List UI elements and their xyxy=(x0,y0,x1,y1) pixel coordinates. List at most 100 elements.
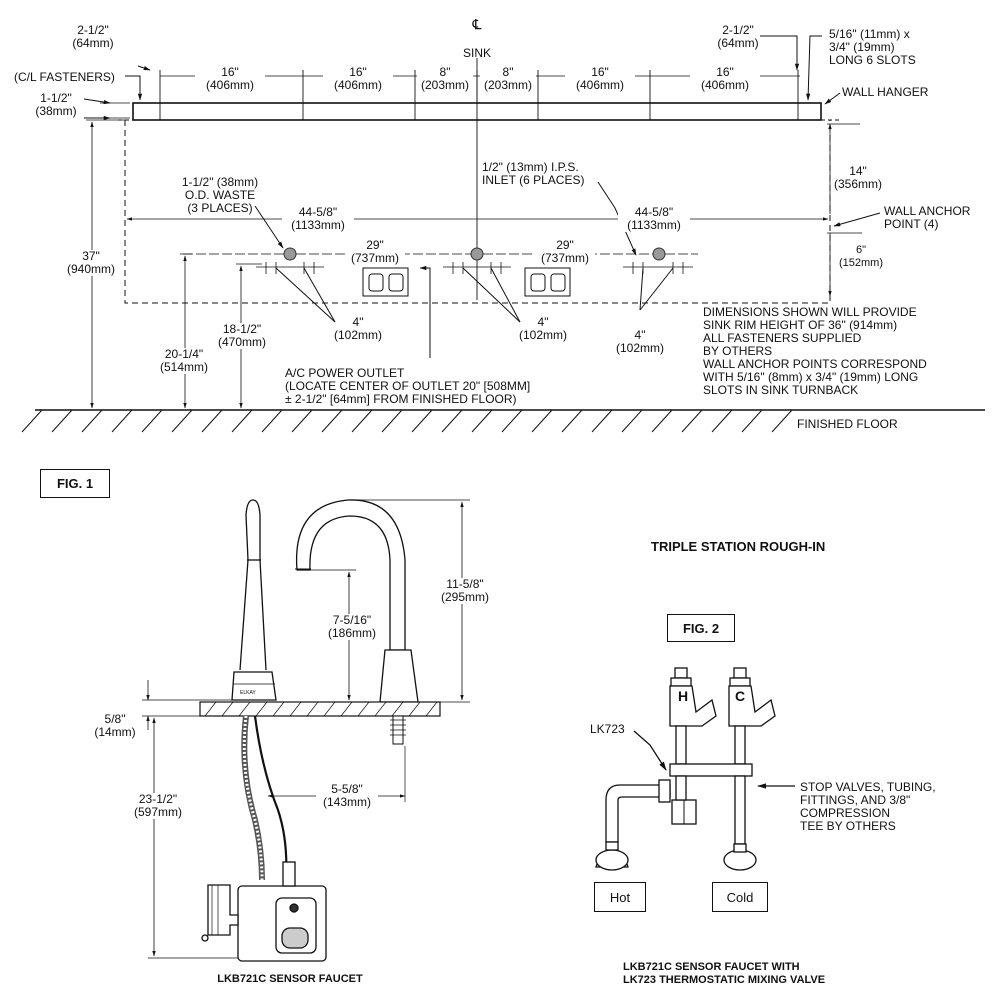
power-outlet-right xyxy=(524,267,571,297)
inlet-valve xyxy=(207,884,239,936)
wall-anchor-label: WALL ANCHOR POINT (4) xyxy=(884,205,970,231)
inlet-leader xyxy=(597,181,637,256)
inlet-spacing-metric: (102mm) xyxy=(518,328,567,342)
sensor-spout xyxy=(239,499,267,671)
sink-outline xyxy=(124,120,831,304)
inlet-spacing-leader-1 xyxy=(275,267,336,323)
valve-tag-leader xyxy=(633,730,667,771)
inlet-height-metric: (470mm) xyxy=(217,335,266,349)
general-notes: DIMENSIONS SHOWN WILL PROVIDE SINK RIM H… xyxy=(703,306,927,397)
end-offset-left-metric: (64mm) xyxy=(72,36,114,50)
hot-valve-letter: H xyxy=(678,688,689,704)
spacing-dim-6: 16" (406mm) xyxy=(690,66,760,92)
spacing-imperial: 16" xyxy=(591,65,609,79)
centerline-symbol: ℄ xyxy=(472,16,482,32)
stop-valves-note: STOP VALVES, TUBING, FITTINGS, AND 3/8" … xyxy=(800,781,936,833)
end-offset-left-dim: 2-1/2" (64mm) xyxy=(70,24,116,50)
control-box xyxy=(237,885,327,962)
cold-supply-label: Cold xyxy=(712,882,768,912)
power-outlet-line: (LOCATE CENTER OF OUTLET 20" [508MM] xyxy=(285,379,531,393)
spout-height-metric: (295mm) xyxy=(440,590,489,604)
end-offset-right-leader xyxy=(760,35,800,71)
slots-note-line: 3/4" (19mm) xyxy=(829,40,895,54)
inlet-spacing-imperial: 4" xyxy=(537,315,549,329)
slots-note-line: 5/16" (11mm) x xyxy=(829,27,910,41)
waste-note: 1-1/2" (38mm) O.D. WASTE (3 PLACES) xyxy=(170,176,270,215)
hot-valve xyxy=(669,667,717,765)
waste-height-dim: 20-1/4" (514mm) xyxy=(156,348,212,374)
inlet-spacing-leader-3 xyxy=(639,267,644,311)
spout-height-imperial: 11-5/8" xyxy=(446,577,484,591)
spacing-dim-4: 8" (203mm) xyxy=(480,66,536,92)
inlet-spacing-imperial: 4" xyxy=(352,315,364,329)
spacing-dim-5: 16" (406mm) xyxy=(565,66,635,92)
waste-note-line: O.D. WASTE xyxy=(184,188,256,202)
fig1-caption: LKB721C SENSOR FAUCET xyxy=(217,973,363,985)
outlet-spacing-metric: (737mm) xyxy=(540,251,589,265)
note-line: WALL ANCHOR POINTS CORRESPOND xyxy=(703,357,927,371)
half-span-right-dim: 44-5/8" (1133mm) xyxy=(618,206,690,232)
fig2-label: FIG. 2 xyxy=(667,614,735,642)
half-span-metric: (1133mm) xyxy=(627,218,681,232)
inlet-spacing-dim-3: 4" (102mm) xyxy=(615,329,665,355)
note-line: DIMENSIONS SHOWN WILL PROVIDE xyxy=(703,305,917,319)
cold-escutcheon xyxy=(723,849,757,871)
half-span-metric: (1133mm) xyxy=(291,218,345,232)
waste-leader xyxy=(254,205,284,249)
spacing-metric: (203mm) xyxy=(420,78,469,92)
power-outlet-line: A/C POWER OUTLET xyxy=(285,366,405,380)
spacing-dim-1: 16" (406mm) xyxy=(195,66,265,92)
outlet-spacing-left-dim: 29" (737mm) xyxy=(345,239,405,265)
power-outlet-line: ± 2-1/2" [64mm] FROM FINISHED FLOOR) xyxy=(285,392,517,406)
spacing-imperial: 16" xyxy=(221,65,239,79)
slots-leader xyxy=(806,35,822,101)
outlet-spacing-imperial: 29" xyxy=(366,238,384,252)
anchor-height-dim: 6" (152mm) xyxy=(836,244,886,270)
waste-height-metric: (514mm) xyxy=(159,360,208,374)
note-line: ALL FASTENERS SUPPLIED xyxy=(703,331,862,345)
floor-hatching xyxy=(21,409,793,433)
fig2-caption-line: LKB721C SENSOR FAUCET WITH xyxy=(623,961,800,973)
sensor-cable xyxy=(253,715,288,879)
valve-tag-label: LK723 xyxy=(590,722,625,736)
inlet-note: 1/2" (13mm) I.P.S. INLET (6 PLACES) xyxy=(482,161,584,187)
inlet-spacing-ticks xyxy=(256,262,693,274)
inlet-spacing-metric: (102mm) xyxy=(333,328,382,342)
note-line: SLOTS IN SINK TURNBACK xyxy=(703,383,859,397)
power-outlet-note: A/C POWER OUTLET (LOCATE CENTER OF OUTLE… xyxy=(285,367,530,406)
outlet-spacing-imperial: 29" xyxy=(556,238,574,252)
sensor-faucet-elevation: ELKAY xyxy=(142,499,470,962)
note-line: BY OTHERS xyxy=(703,344,773,358)
stop-note-line: COMPRESSION xyxy=(800,806,891,820)
gooseneck-spout xyxy=(295,499,406,651)
slots-note: 5/16" (11mm) x 3/4" (19mm) LONG 6 SLOTS xyxy=(829,28,916,67)
end-offset-right-metric: (64mm) xyxy=(717,36,759,50)
wall-hanger-label: WALL HANGER xyxy=(842,85,929,99)
inlet-spacing-imperial: 4" xyxy=(634,328,646,342)
hanger-height-metric: (38mm) xyxy=(35,104,77,118)
power-outlet-leader xyxy=(419,265,431,358)
spout-reach-dim: 5-5/8" (143mm) xyxy=(316,783,378,809)
spout-height-dim: 11-5/8" (295mm) xyxy=(433,578,497,604)
stop-note-line: TEE BY OTHERS xyxy=(800,819,896,833)
spacing-metric: (203mm) xyxy=(483,78,532,92)
hanger-height-imperial: 1-1/2" xyxy=(40,91,72,105)
half-span-imperial: 44-5/8" xyxy=(634,205,674,219)
sensor-brand-mark: ELKAY xyxy=(240,690,256,696)
finished-floor-label: FINISHED FLOOR xyxy=(797,417,898,431)
drawing-title: TRIPLE STATION ROUGH-IN xyxy=(651,539,826,554)
fig2-caption: LKB721C SENSOR FAUCET WITH LK723 THERMOS… xyxy=(623,961,825,987)
spout-reach-imperial: 5-5/8" xyxy=(331,782,363,796)
waste-note-line: 1-1/2" (38mm) xyxy=(181,175,259,189)
cold-valve xyxy=(728,667,776,765)
sink-label: SINK xyxy=(462,46,491,60)
inlet-note-line: 1/2" (13mm) I.P.S. xyxy=(482,160,579,174)
wall-anchor-leader xyxy=(833,212,881,227)
inlet-spacing-dim-1: 4" (102mm) xyxy=(333,316,383,342)
anchor-height-imperial: 6" xyxy=(855,244,867,256)
fig1-label: FIG. 1 xyxy=(40,469,110,498)
rim-height-dim: 37" (940mm) xyxy=(64,250,118,276)
waste-height-imperial: 20-1/4" xyxy=(164,347,204,361)
spacing-metric: (406mm) xyxy=(700,78,749,92)
box-drop-imperial: 23-1/2" xyxy=(138,792,178,806)
